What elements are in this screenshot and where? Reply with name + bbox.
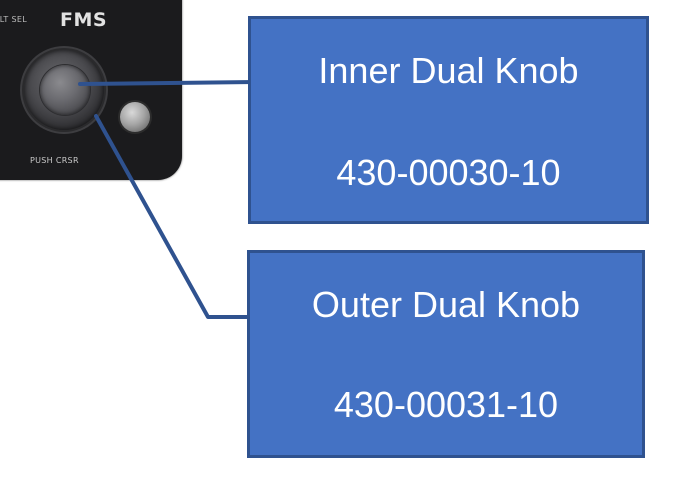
push-crsr-label: PUSH CRSR [30,156,79,165]
fms-label: FMS [60,9,108,31]
fms-control-panel: ALT SEL FMS PUSH CRSR [0,0,182,180]
callout-part-number: 430-00031-10 [333,384,559,425]
callout-outer-dual-knob: Outer Dual Knob 430-00031-10 [247,250,645,458]
callout-inner-dual-knob: Inner Dual Knob 430-00030-10 [248,16,649,224]
callout-title: Outer Dual Knob [311,284,581,325]
small-knob [120,102,150,132]
alt-sel-label: ALT SEL [0,15,27,24]
inner-dual-knob [40,65,90,115]
callout-part-number: 430-00030-10 [336,152,561,193]
callout-title: Inner Dual Knob [318,50,579,91]
